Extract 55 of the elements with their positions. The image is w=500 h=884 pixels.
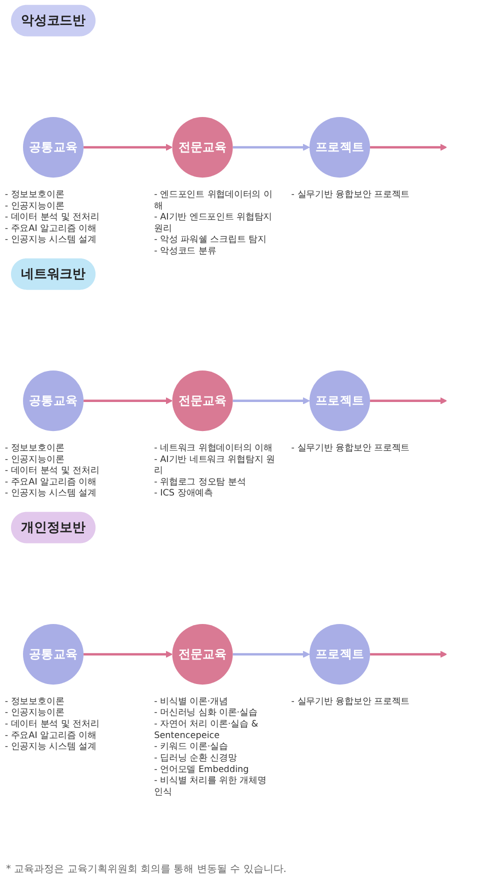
bullet-text: - 머신러닝 심화 이론·실습 xyxy=(154,707,258,718)
course-tag: 네트워크반 xyxy=(11,258,96,290)
bullet-text: - 주요AI 알고리즘 이해 xyxy=(4,476,98,488)
stage-circle: 공통교육 xyxy=(23,624,84,685)
bullet-text: - 인공지능이론 xyxy=(4,454,66,465)
bullet-text: - 비식별 이론·개념 xyxy=(154,696,229,708)
course-tag: 악성코드반 xyxy=(11,4,96,36)
bullet-text: - 인공지능이론 xyxy=(4,707,66,718)
arrow xyxy=(370,397,448,404)
course-tag: 개인정보반 xyxy=(11,512,96,544)
stage-circle: 전문교육 xyxy=(172,624,233,685)
stage-circle: 전문교육 xyxy=(172,117,233,178)
arrow xyxy=(232,397,310,404)
bullet-text: - 정보보호이론 xyxy=(4,188,66,200)
bullet-text: - 네트워크 위협데이터의 이해 xyxy=(154,442,274,454)
bullet-text: - 주요AI 알고리즘 이해 xyxy=(4,222,98,234)
stage-circle: 프로젝트 xyxy=(309,117,370,178)
arrow xyxy=(370,650,448,658)
bullet-text: - 정보보호이론 xyxy=(4,442,66,454)
bullet-text: - 인공지능 시스템 설계 xyxy=(4,488,98,499)
bullet-text: - 자연어 처리 이론·실습 & Sentencepeice xyxy=(154,718,260,742)
stage-circle: 전문교육 xyxy=(172,370,233,432)
arrow xyxy=(232,650,310,658)
bullet-text: - 위협로그 정오탐 분석 xyxy=(154,476,247,488)
arrow xyxy=(84,650,173,658)
arrow xyxy=(370,144,448,151)
bullet-text: - 주요AI 알고리즘 이해 xyxy=(4,730,98,742)
footnote: * 교육과정은 교육기획위원회 회의를 통해 변동될 수 있습니다. xyxy=(5,863,288,877)
bullet-text: - AI기반 엔드포인트 위협탐지 원리 xyxy=(154,212,274,234)
bullet-text: - AI기반 네트워크 위협탐지 원리 xyxy=(154,454,276,476)
bullet-text: - 실무기반 융합보안 프로젝트 xyxy=(291,188,411,200)
bullet-text: - 인공지능 시스템 설계 xyxy=(4,234,98,246)
bullet-text: - 비식별 처리를 위한 개체명 인식 xyxy=(154,774,268,798)
bullet-text: - ICS 장애예측 xyxy=(154,488,214,499)
bullet-text: - 키워드 이론·실습 xyxy=(154,741,229,752)
stage-circle: 공통교육 xyxy=(23,370,84,432)
bullet-text: - 언어모델 Embedding xyxy=(154,764,250,775)
stage-circle: 프로젝트 xyxy=(309,624,370,685)
bullet-text: - 실무기반 융합보안 프로젝트 xyxy=(291,696,411,708)
bullet-text: - 인공지능 시스템 설계 xyxy=(4,741,98,752)
bullet-text: - 정보보호이론 xyxy=(4,696,66,708)
bullet-text: - 데이터 분석 및 전처리 xyxy=(4,718,100,730)
arrow xyxy=(84,397,173,404)
arrow xyxy=(232,144,310,151)
stage-circle: 프로젝트 xyxy=(309,370,370,432)
arrow xyxy=(84,144,173,151)
bullet-text: - 실무기반 융합보안 프로젝트 xyxy=(291,442,411,454)
bullet-text: - 악성 파워쉘 스크립트 탐지 xyxy=(154,234,268,246)
bullet-text: - 데이터 분석 및 전처리 xyxy=(4,465,100,476)
bullet-text: - 딥러닝 순환 신경망 xyxy=(154,752,238,764)
bullet-text: - 엔드포인트 위협데이터의 이해 xyxy=(154,188,274,212)
bullet-text: - 인공지능이론 xyxy=(4,200,66,212)
bullet-text: - 데이터 분석 및 전처리 xyxy=(4,212,100,223)
bullet-text: - 악성코드 분류 xyxy=(154,245,218,257)
stage-circle: 공통교육 xyxy=(23,117,84,178)
